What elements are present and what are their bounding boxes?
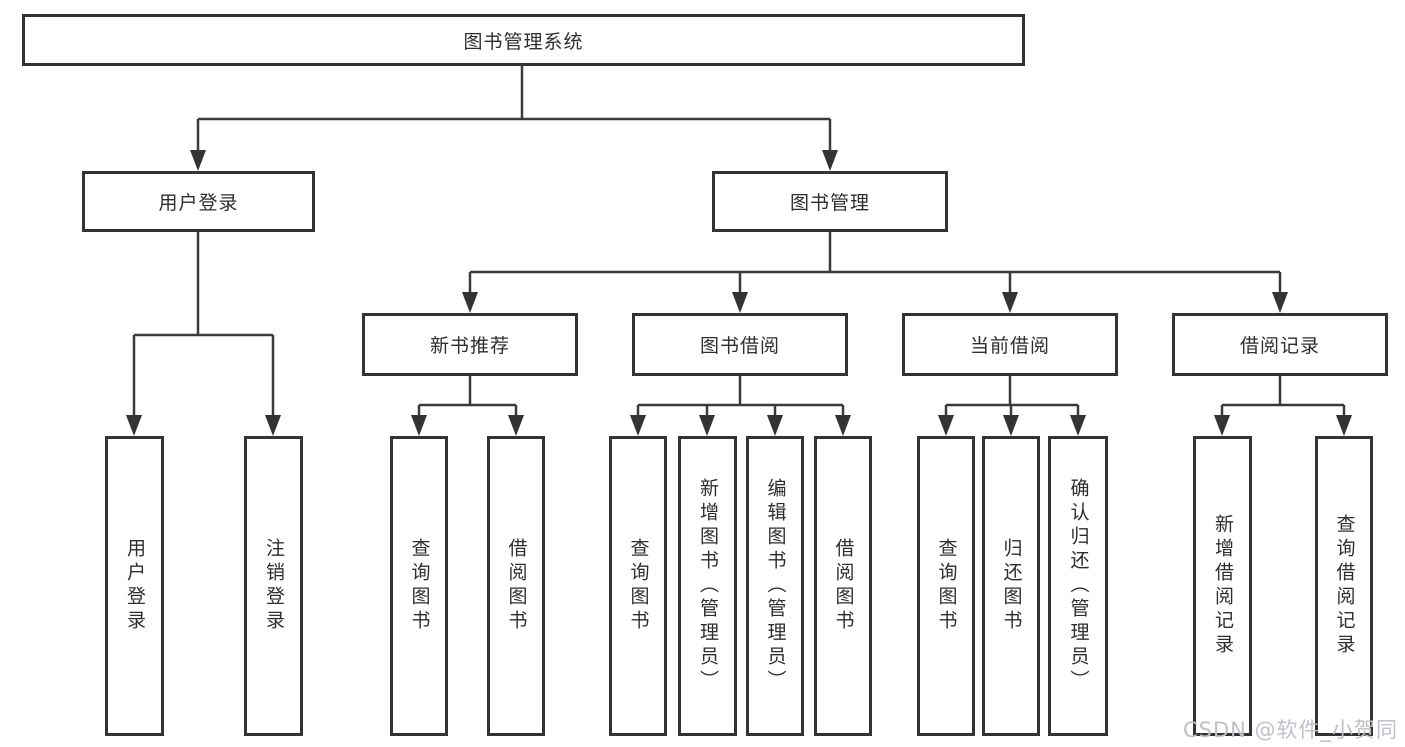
- arrowhead-down-icon: [699, 415, 715, 436]
- arrowhead-down-icon: [822, 150, 838, 171]
- csdn-watermark: CSDN @软件_小贺同学: [1183, 718, 1399, 742]
- leaf-add-books-admin: 新增图书（管理员）: [678, 436, 737, 736]
- arrowhead-down-icon: [126, 415, 142, 436]
- leaf-return-books: 归还图书: [982, 436, 1040, 736]
- leaf-borrow-books-recommend: 借阅图书: [487, 436, 545, 736]
- node-library-management-system: 图书管理系统: [22, 14, 1025, 66]
- arrowhead-down-icon: [265, 415, 281, 436]
- leaf-user-login: 用户登录: [105, 436, 164, 736]
- arrowhead-down-icon: [835, 415, 851, 436]
- arrowhead-down-icon: [1336, 415, 1352, 436]
- connector-book-borrowing-to-leaves: [630, 376, 851, 436]
- leaf-borrow-books: 借阅图书: [814, 436, 872, 736]
- leaf-add-borrowing-record: 新增借阅记录: [1193, 436, 1252, 736]
- leaf-query-books-borrowing: 查询图书: [609, 436, 667, 736]
- arrowhead-down-icon: [1002, 292, 1018, 313]
- node-new-book-recommendation: 新书推荐: [362, 313, 578, 376]
- leaf-logout: 注销登录: [244, 436, 303, 736]
- leaf-confirm-return-admin: 确认归还（管理员）: [1048, 436, 1108, 736]
- node-book-management: 图书管理: [712, 171, 948, 232]
- connector-root-to-level1: [190, 66, 838, 171]
- leaf-edit-books-admin: 编辑图书（管理员）: [746, 436, 804, 736]
- leaf-query-books-current: 查询图书: [917, 436, 975, 736]
- arrowhead-down-icon: [630, 415, 646, 436]
- arrowhead-down-icon: [1214, 415, 1230, 436]
- node-user-login: 用户登录: [82, 171, 315, 232]
- connector-current-borrowing-to-leaves: [938, 376, 1086, 436]
- arrowhead-down-icon: [1003, 415, 1019, 436]
- arrowhead-down-icon: [1070, 415, 1086, 436]
- leaf-query-books-recommend: 查询图书: [390, 436, 448, 736]
- node-borrowing-records: 借阅记录: [1172, 313, 1388, 376]
- leaf-query-borrowing-record: 查询借阅记录: [1315, 436, 1373, 736]
- arrowhead-down-icon: [1272, 292, 1288, 313]
- connector-new-book-to-leaves: [411, 376, 524, 436]
- connector-user-login-to-leaves: [126, 232, 281, 436]
- arrowhead-down-icon: [508, 415, 524, 436]
- arrowhead-down-icon: [462, 292, 478, 313]
- node-book-borrowing: 图书借阅: [632, 313, 848, 376]
- arrowhead-down-icon: [411, 415, 427, 436]
- connector-book-management-to-level2: [462, 232, 1288, 313]
- arrowhead-down-icon: [767, 415, 783, 436]
- connector-borrowing-records-to-leaves: [1214, 376, 1352, 436]
- node-current-borrowing: 当前借阅: [902, 313, 1118, 376]
- arrowhead-down-icon: [938, 415, 954, 436]
- arrowhead-down-icon: [190, 150, 206, 171]
- arrowhead-down-icon: [732, 292, 748, 313]
